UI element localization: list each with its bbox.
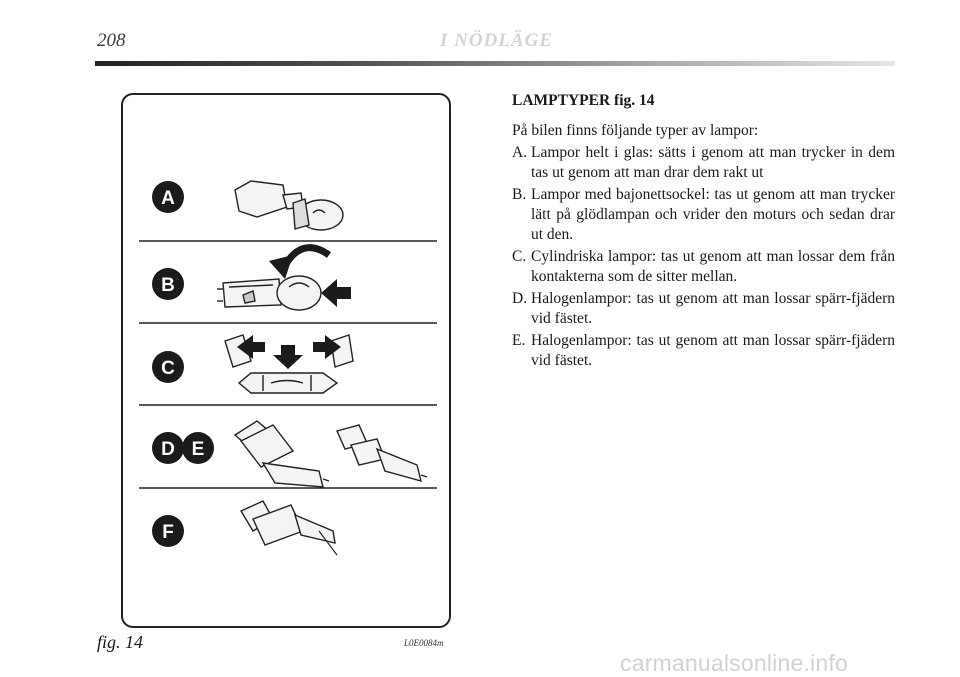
row-letter-a: A bbox=[161, 188, 175, 209]
row-letter-a-badge: A bbox=[152, 181, 184, 213]
list-item-text: Lampor med bajonettsockel: tas ut genom … bbox=[531, 186, 895, 243]
row-letter-e-badge: E bbox=[182, 432, 214, 464]
list-marker: E. bbox=[512, 332, 526, 349]
row-letter-f: F bbox=[162, 522, 174, 543]
list-item: B. Lampor med bajonettsockel: tas ut gen… bbox=[512, 185, 895, 245]
page-number: 208 bbox=[97, 30, 126, 51]
lamp-types-section: LAMPTYPER fig. 14 På bilen finns följand… bbox=[512, 91, 895, 373]
section-heading: LAMPTYPER fig. 14 bbox=[512, 92, 655, 109]
cylindrical-lamp-icon bbox=[224, 334, 354, 394]
push-arrow-icon bbox=[321, 279, 351, 307]
halogen-h1-lamp-icon bbox=[336, 424, 428, 482]
row-letter-b: B bbox=[161, 275, 175, 296]
row-letter-f-badge: F bbox=[152, 515, 184, 547]
header-rule bbox=[95, 61, 895, 66]
halogen-h7-lamp-icon bbox=[233, 420, 330, 488]
row-letter-c: C bbox=[161, 358, 175, 379]
gas-discharge-lamp-icon bbox=[239, 500, 338, 556]
row-letter-c-badge: C bbox=[152, 351, 184, 383]
list-item: A. Lampor helt i glas: sätts i genom att… bbox=[512, 143, 895, 183]
bayonet-lamp-icon bbox=[217, 275, 322, 311]
list-item-text: Lampor helt i glas: sätts i genom att ma… bbox=[531, 144, 895, 181]
list-item-text: Halogenlampor: tas ut genom att man loss… bbox=[531, 290, 895, 327]
intro-text: På bilen finns följande typer av lampor: bbox=[512, 122, 759, 139]
lamp-types-illustration bbox=[139, 180, 437, 556]
list-item: C. Cylindriska lampor: tas ut genom att … bbox=[512, 247, 895, 287]
figure-code: L0E0084m bbox=[404, 638, 444, 648]
list-marker: B. bbox=[512, 186, 527, 203]
row-letter-b-badge: B bbox=[152, 268, 184, 300]
list-item: D. Halogenlampor: tas ut genom att man l… bbox=[512, 289, 895, 329]
list-item: E. Halogenlampor: tas ut genom att man l… bbox=[512, 331, 895, 371]
list-item-text: Halogenlampor: tas ut genom att man loss… bbox=[531, 332, 895, 369]
figure-caption: fig. 14 bbox=[97, 632, 144, 652]
list-item-text: Cylindriska lampor: tas ut genom att man… bbox=[531, 248, 895, 285]
section-title: I NÖDLÄGE bbox=[440, 30, 553, 51]
watermark: carmanualsonline.info bbox=[620, 650, 848, 676]
release-arrows-icon bbox=[237, 335, 341, 369]
all-glass-lamp-icon bbox=[234, 180, 344, 231]
row-letter-d: D bbox=[161, 439, 175, 460]
row-letter-d-badge: D bbox=[152, 432, 184, 464]
row-letter-e: E bbox=[192, 439, 205, 460]
figure-14-frame: A B C D E F bbox=[121, 93, 451, 628]
rotate-counterclockwise-arrow-icon bbox=[269, 244, 332, 279]
list-marker: D. bbox=[512, 290, 528, 307]
list-marker: A. bbox=[512, 144, 528, 161]
list-marker: C. bbox=[512, 248, 527, 265]
